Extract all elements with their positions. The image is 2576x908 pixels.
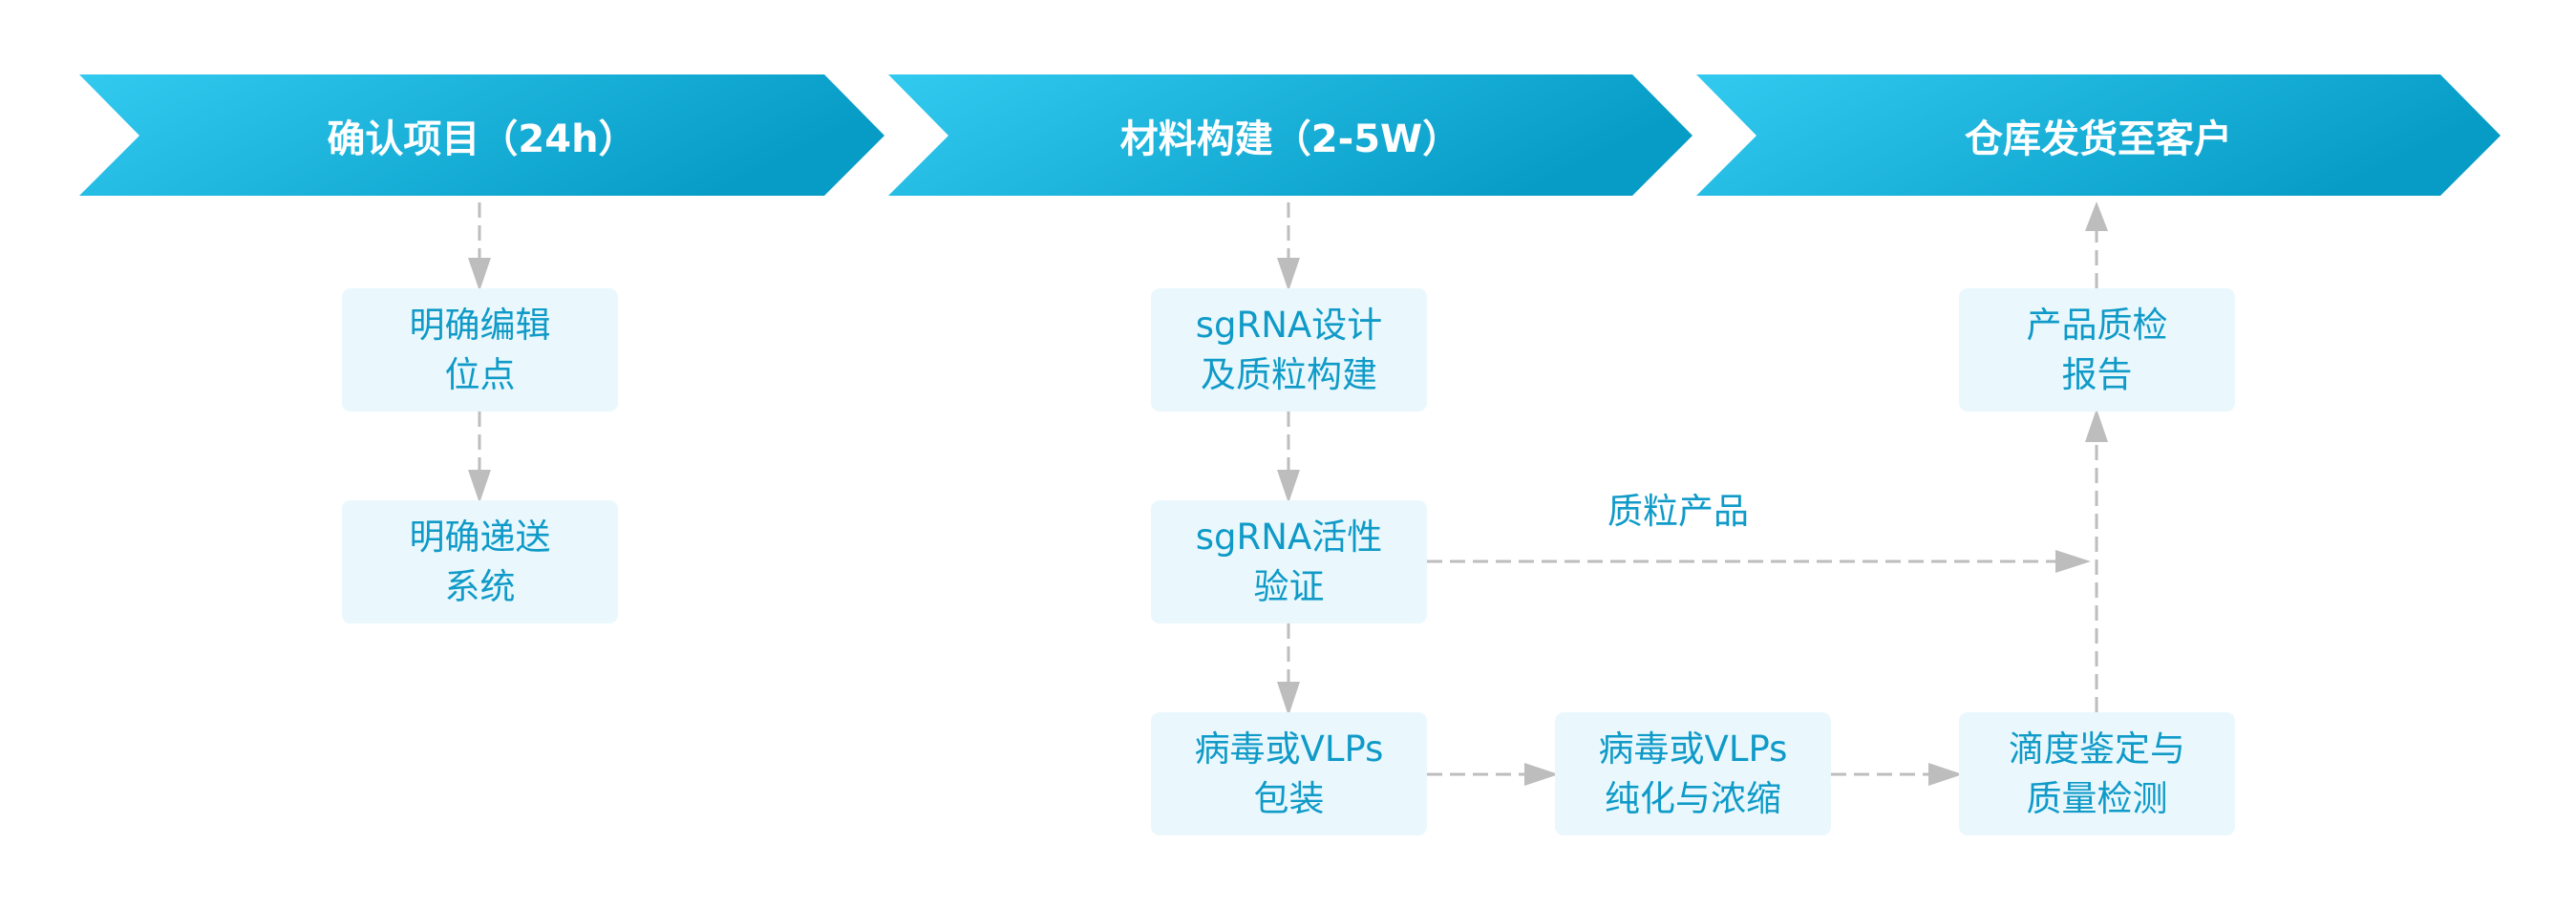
stage-label-confirm: 确认项目（24h）	[327, 116, 637, 161]
step-box-packaging[interactable]: 病毒或VLPs 包装	[1151, 712, 1427, 835]
step-text: 产品质检	[2026, 304, 2168, 346]
step-box-purification[interactable]: 病毒或VLPs 纯化与浓缩	[1555, 712, 1831, 835]
step-text: 验证	[1253, 565, 1325, 607]
step-box-qc-report[interactable]: 产品质检 报告	[1959, 288, 2235, 412]
step-text: 纯化与浓缩	[1605, 777, 1781, 819]
arrow-right-icon	[1928, 763, 1963, 786]
step-text: 病毒或VLPs	[1194, 728, 1384, 770]
step-text: 位点	[444, 353, 516, 395]
step-text: 报告	[2061, 353, 2133, 395]
arrow-down-icon	[1277, 682, 1300, 716]
step-text: sgRNA设计	[1195, 304, 1383, 346]
step-text: 明确编辑	[409, 304, 551, 346]
arrow-down-icon	[1277, 258, 1300, 291]
arrow-down-icon	[1277, 470, 1300, 503]
step-text: 滴度鉴定与	[2009, 728, 2185, 770]
stage-chevron-build	[888, 74, 1692, 196]
stage-chevron-ship	[1696, 74, 2501, 196]
step-box-edit-site[interactable]: 明确编辑 位点	[342, 288, 618, 412]
stage-label-build: 材料构建（2-5W）	[1119, 116, 1461, 161]
step-text: 系统	[444, 565, 516, 607]
step-box-delivery-system[interactable]: 明确递送 系统	[342, 500, 618, 623]
arrow-down-icon	[468, 258, 491, 291]
arrow-right-icon	[1524, 763, 1559, 786]
arrow-right-icon	[2055, 550, 2091, 573]
step-text: 明确递送	[409, 516, 551, 558]
step-text: 病毒或VLPs	[1598, 728, 1788, 770]
step-box-titer-qc[interactable]: 滴度鉴定与 质量检测	[1959, 712, 2235, 835]
step-box-sgrna-design[interactable]: sgRNA设计 及质粒构建	[1151, 288, 1427, 412]
step-text: 包装	[1253, 777, 1325, 819]
step-text: 质量检测	[2026, 777, 2168, 819]
stage-chevron-confirm	[79, 74, 884, 196]
arrow-down-icon	[468, 470, 491, 503]
step-text: sgRNA活性	[1195, 516, 1383, 558]
stage-label-ship: 仓库发货至客户	[1965, 116, 2232, 161]
step-text: 及质粒构建	[1201, 353, 1377, 395]
edge-label-plasmid-product: 质粒产品	[1607, 491, 1749, 532]
step-box-sgrna-validation[interactable]: sgRNA活性 验证	[1151, 500, 1427, 623]
arrow-up-icon	[2085, 201, 2108, 231]
arrow-up-icon	[2085, 409, 2108, 442]
